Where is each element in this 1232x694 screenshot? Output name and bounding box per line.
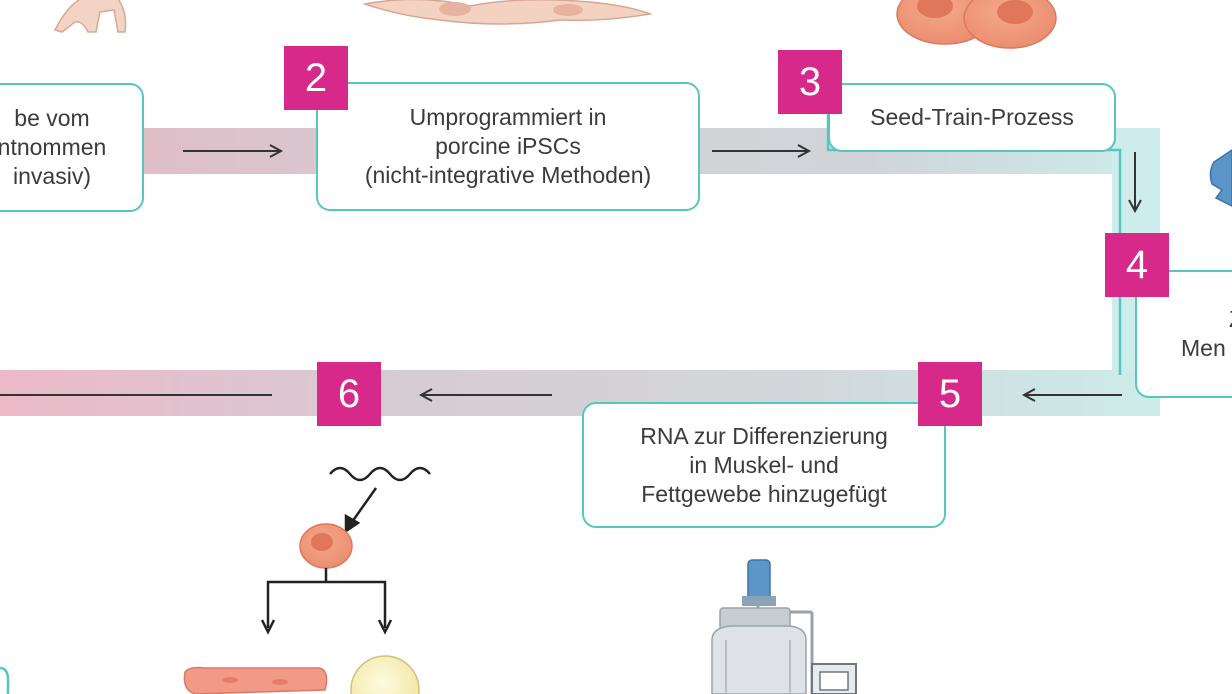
bioreactor-tank-icon xyxy=(711,559,857,694)
step-3-badge: 3 xyxy=(778,50,842,114)
step-2-line-2: porcine iPSCs xyxy=(435,133,581,159)
arrow-5-6 xyxy=(418,388,552,402)
step-5-badge: 5 xyxy=(918,362,982,426)
step-1-line-1: be vom xyxy=(14,105,90,131)
flow-band-bottom xyxy=(0,370,1160,416)
partial-box-bottom-left xyxy=(0,666,10,694)
step-4-line-2: Men xyxy=(1181,335,1226,361)
fat-cell-icon xyxy=(350,655,420,694)
fibroblast-cells-icon xyxy=(362,0,653,25)
step-3-box: Seed-Train-Prozess xyxy=(828,83,1116,152)
arrow-3-4 xyxy=(1128,152,1142,214)
step-1-line-2: ntnommen xyxy=(0,134,107,160)
bioreactor-flask-icon xyxy=(1209,149,1232,207)
muscle-fiber-icon xyxy=(183,666,328,694)
arrow-1-2 xyxy=(183,144,284,158)
step-5-line-1: RNA zur Differenzierung xyxy=(640,422,888,449)
step-2-line-3: (nicht-integrative Methoden) xyxy=(364,162,652,188)
pig-icon xyxy=(53,0,127,33)
step-1-box: be vom ntnommen invasiv) xyxy=(0,83,144,212)
stem-cells-icon xyxy=(896,0,1057,49)
step-2-badge: 2 xyxy=(284,46,348,110)
differentiation-split-lines xyxy=(260,568,393,635)
rna-to-cell-arrow xyxy=(344,487,378,534)
arrow-4-5 xyxy=(1021,388,1122,402)
arrow-2-3 xyxy=(712,144,812,158)
step-5-line-3: Fettgewebe hinzugefügt xyxy=(641,480,887,507)
step-4-line-1: Z xyxy=(1229,305,1232,334)
rna-strand-icon xyxy=(329,466,431,482)
step-1-line-3: invasiv) xyxy=(13,163,91,189)
step-4-badge: 4 xyxy=(1105,233,1169,297)
step-3-line-1: Seed-Train-Prozess xyxy=(870,104,1074,130)
step-5-line-2: in Muskel- und xyxy=(689,451,839,478)
step-2-box: Umprogrammiert in porcine iPSCs (nicht-i… xyxy=(316,82,700,211)
step-2-line-1: Umprogrammiert in xyxy=(409,104,607,130)
cell-icon xyxy=(299,523,353,569)
step-5-box: RNA zur Differenzierung in Muskel- und F… xyxy=(582,402,946,528)
step-6-badge: 6 xyxy=(317,362,381,426)
